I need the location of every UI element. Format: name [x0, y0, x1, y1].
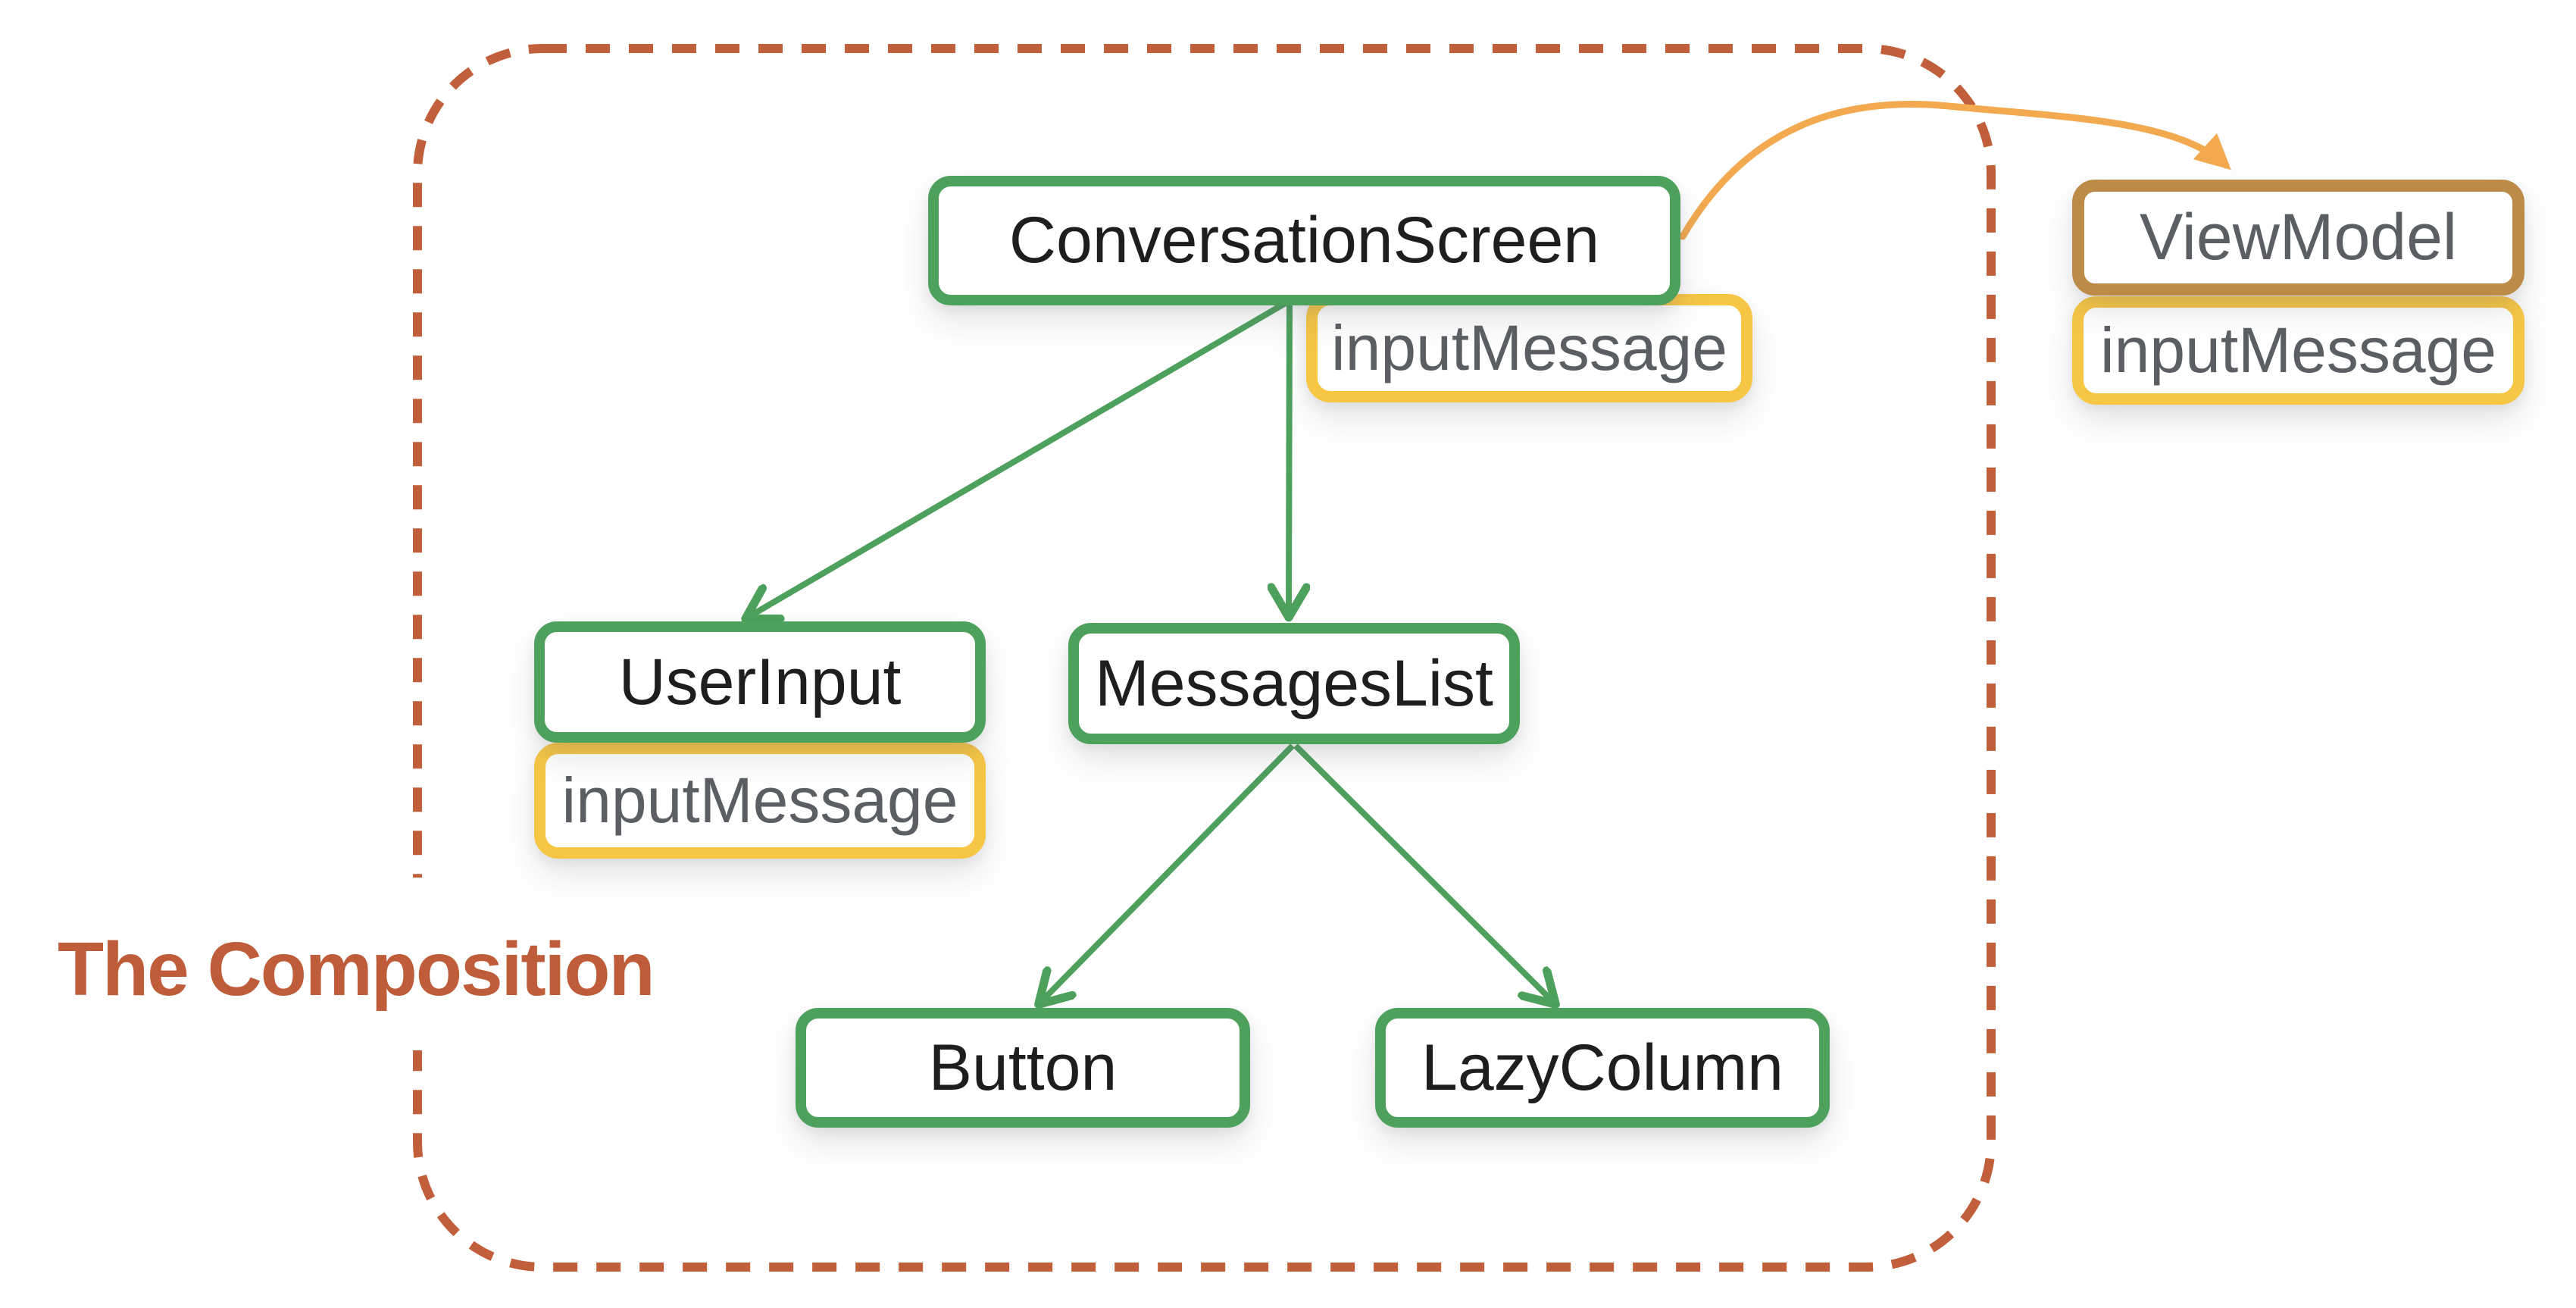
state-conversationscreen-label: inputMessage — [1331, 312, 1727, 383]
node-messageslist: MessagesList — [1068, 623, 1520, 744]
composition-boundary — [413, 44, 1996, 1272]
edge-conversationscreen-userinput — [749, 299, 1290, 617]
state-viewmodel-label: inputMessage — [2100, 314, 2496, 386]
edge-conversationscreen-viewmodel — [1679, 101, 2231, 240]
node-lazycolumn-label: LazyColumn — [1421, 1031, 1784, 1104]
state-userinput-inputmessage: inputMessage — [534, 743, 986, 859]
node-conversationscreen: ConversationScreen — [928, 176, 1680, 305]
boundary-gap-mask — [377, 878, 461, 1050]
edge-conversationscreen-messageslist — [1289, 301, 1290, 614]
node-userinput: UserInput — [534, 621, 986, 743]
edge-messageslist-button — [1041, 743, 1295, 1002]
node-messageslist-label: MessagesList — [1095, 646, 1493, 720]
node-button-label: Button — [928, 1031, 1118, 1104]
state-viewmodel-inputmessage: inputMessage — [2072, 296, 2524, 405]
node-lazycolumn: LazyColumn — [1375, 1008, 1830, 1128]
node-userinput-label: UserInput — [618, 645, 902, 718]
state-conversationscreen-inputmessage: inputMessage — [1306, 294, 1752, 402]
node-button: Button — [796, 1008, 1250, 1128]
diagram-title: The Composition — [58, 927, 655, 1012]
state-userinput-label: inputMessage — [561, 765, 958, 836]
node-conversationscreen-label: ConversationScreen — [1008, 204, 1600, 277]
edge-messageslist-lazycolumn — [1293, 743, 1553, 1002]
node-viewmodel-label: ViewModel — [2139, 201, 2458, 274]
node-viewmodel: ViewModel — [2072, 180, 2524, 296]
